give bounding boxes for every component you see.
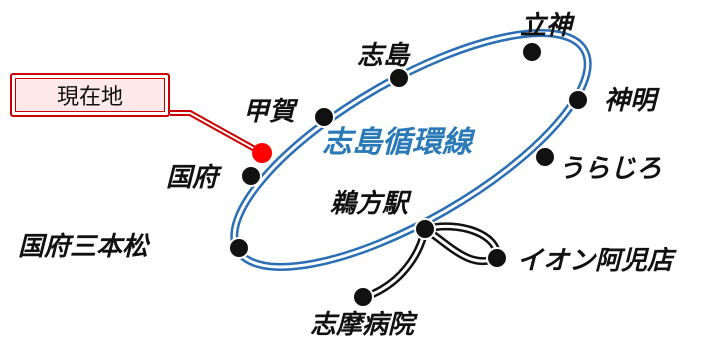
station-dot-urajiro — [534, 146, 556, 168]
station-label-kouga: 甲賀 — [243, 97, 296, 127]
station-dot-ugatagata — [414, 218, 436, 240]
station-dots — [228, 41, 589, 308]
station-dot-kokufu-sanbonmatsu — [228, 237, 250, 259]
station-label-shima-hospital: 志摩病院 — [310, 310, 415, 340]
current-location-label: 現在地 — [56, 85, 123, 110]
station-label-shinmei: 神明 — [604, 86, 657, 116]
station-label-aeon: イオン阿児店 — [517, 246, 674, 276]
station-label-ugatagata: 鵜方駅 — [330, 189, 409, 219]
current-location-callout: 現在地 — [10, 73, 170, 117]
station-dot-kouga — [313, 106, 335, 128]
station-dot-shijima — [388, 67, 410, 89]
current-location-marker — [252, 143, 272, 163]
station-label-shijima: 志島 — [357, 41, 410, 71]
station-dot-shinmei — [567, 89, 589, 111]
station-dot-tategami — [521, 41, 543, 63]
station-label-kokufu: 国府 — [166, 163, 219, 193]
station-label-urajiro: うらじろ — [558, 154, 663, 184]
station-dot-kokufu — [240, 165, 262, 187]
station-label-kokufu-sanbonmatsu: 国府三本松 — [18, 232, 149, 262]
line-name-label: 志島循環線 — [322, 125, 472, 160]
station-label-tategami: 立神 — [520, 11, 573, 41]
current-location-leader — [170, 110, 264, 156]
station-dot-shima-hospital — [352, 286, 374, 308]
station-dot-aeon — [486, 247, 508, 269]
